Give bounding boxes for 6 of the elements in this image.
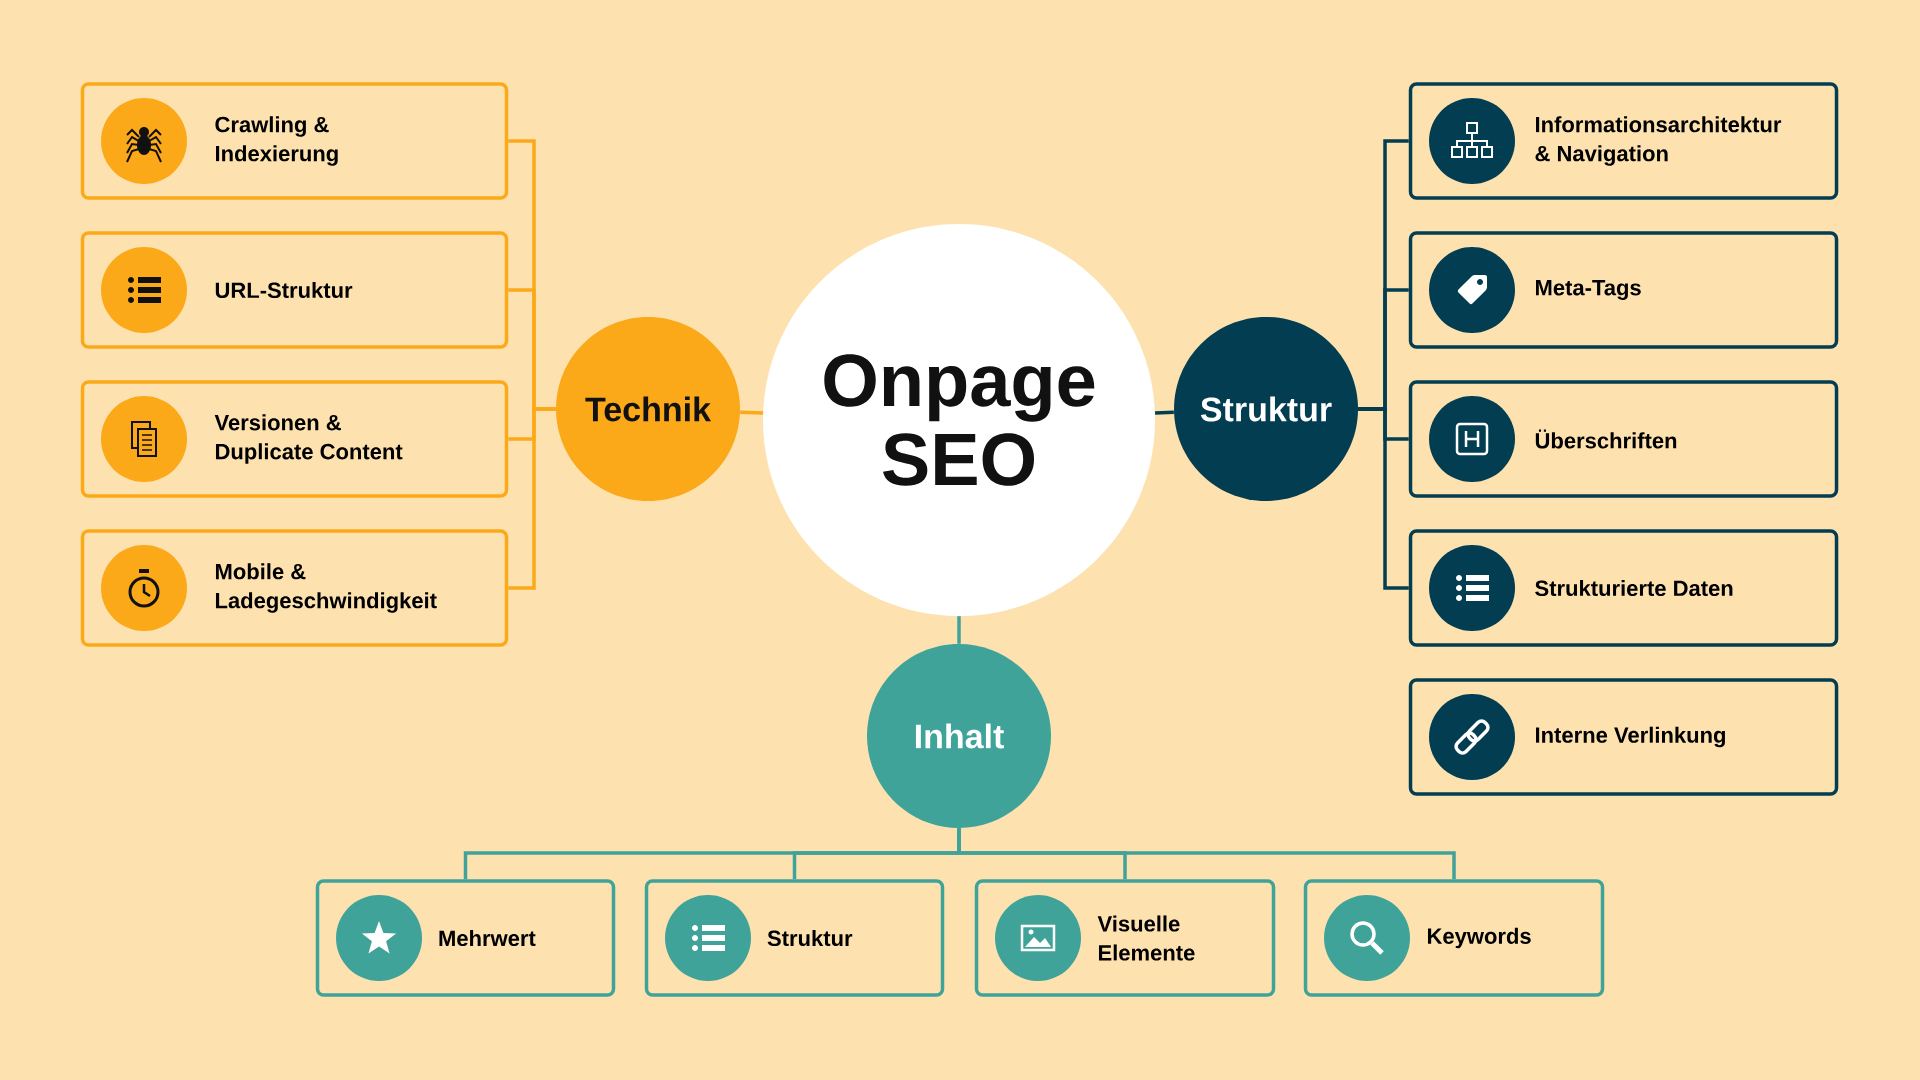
connector-line <box>740 410 763 415</box>
connector-line <box>957 616 961 644</box>
connector-line <box>1358 407 1409 590</box>
connector-line <box>957 828 1456 880</box>
connector-line <box>508 407 556 590</box>
connector-line <box>1155 410 1174 415</box>
